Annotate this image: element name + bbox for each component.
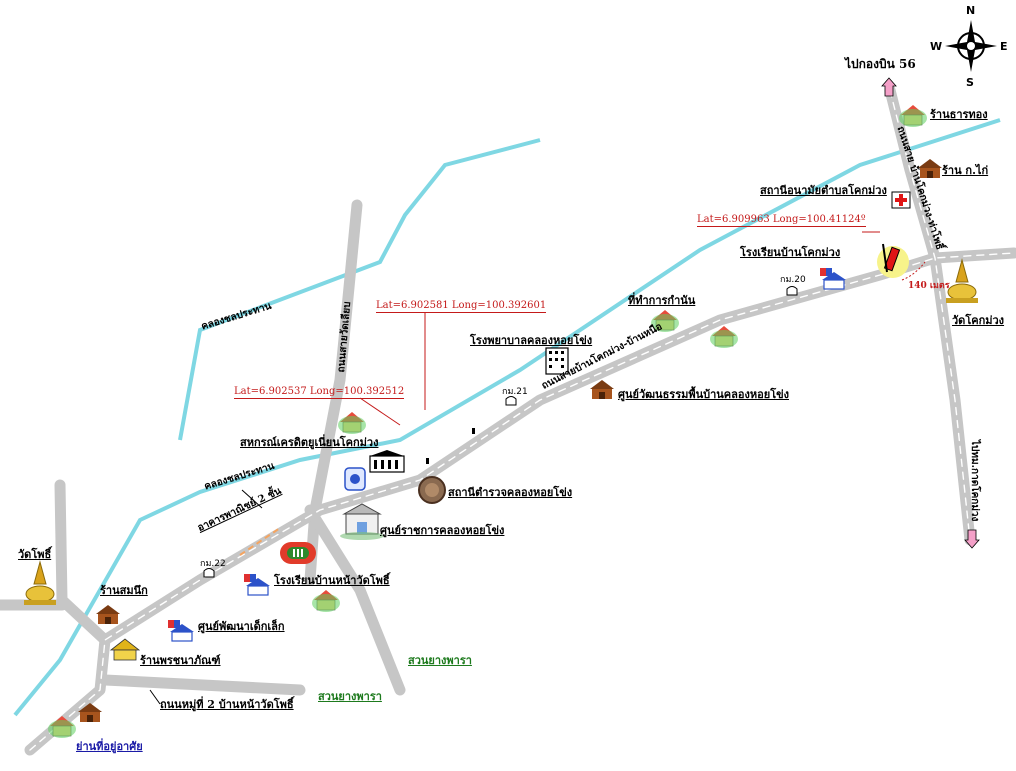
upper-canal <box>178 138 541 441</box>
roads <box>0 84 1016 756</box>
target-marker-icon <box>877 243 926 281</box>
compass-west: W <box>930 40 943 53</box>
school-icons <box>168 268 846 642</box>
house-icon <box>899 105 927 127</box>
km-post-icons <box>203 286 798 578</box>
shop-icon <box>590 380 614 399</box>
label-gov-center: ศูนย์ราชการคลองหอยโข่ง <box>380 524 505 537</box>
label-to-klongmuang: ไปทม.กาดโคกม่วง <box>969 440 980 522</box>
lower-canal <box>13 118 1001 717</box>
compass-icon <box>945 20 997 72</box>
canals <box>13 118 1001 717</box>
temple-icon <box>24 560 56 605</box>
shop-icon <box>918 159 942 178</box>
coordinate-pointers <box>359 231 880 426</box>
label-village-road: ถนนหมู่ที่ 2 บ้านหน้าวัดโพธิ์ <box>160 698 294 711</box>
label-pornchanaphan-shop: ร้านพรชนาภัณฑ์ <box>140 654 221 667</box>
pointer-line <box>241 489 263 509</box>
label-subdistrict-office: ที่ทำการกำนัน <box>628 294 696 307</box>
shop-icon <box>109 638 141 661</box>
coordinate-label-3: Lat=6.902537 Long=100.392512 <box>234 386 405 399</box>
label-rubber-plantation-1: สวนยางพารา <box>408 654 472 667</box>
shop-icons <box>78 159 942 722</box>
credit-union-logo-icon <box>344 467 366 491</box>
school-icon <box>244 574 270 596</box>
temple-icon <box>946 258 978 303</box>
label-residential: ย่านที่อยู่อาศัย <box>76 740 143 753</box>
commercial-building-marker <box>239 527 281 556</box>
label-credit-union: สหกรณ์เครดิตยูเนี่ยนโคกม่วง <box>240 436 379 449</box>
label-to-wing56: ไปกองบิน 56 <box>845 57 916 71</box>
label-health-station: สถานีอนามัยตำบลโคกม่วง <box>760 184 887 197</box>
school-icon <box>168 620 194 642</box>
sports-field-icon <box>280 542 316 564</box>
government-building-icon <box>340 503 384 540</box>
km-post-icon <box>786 286 798 296</box>
label-wat-pho: วัดโพธิ์ <box>18 548 52 561</box>
label-wat-khokmuang: วัดโคกม่วง <box>952 314 1005 327</box>
bank-icon <box>369 450 405 473</box>
police-badge-icon <box>418 476 446 504</box>
health-cross-icon <box>891 191 911 209</box>
arrow-up-icon <box>881 77 897 97</box>
label-school-watpho: โรงเรียนบ้านหน้าวัดโพธิ์ <box>274 574 390 587</box>
label-gold-shop: ร้านธารทอง <box>930 108 988 121</box>
pointer-line <box>149 689 161 705</box>
house-icon <box>48 716 76 738</box>
km-post-icon <box>505 396 517 406</box>
coordinate-label-2: Lat=6.902581 Long=100.392601 <box>376 300 547 313</box>
label-police: สถานีตำรวจคลองหอยโข่ง <box>448 486 573 499</box>
school-icon <box>820 268 846 290</box>
compass-south: S <box>966 76 974 89</box>
temple-icons <box>24 258 978 605</box>
shop-icon <box>96 605 120 624</box>
house-icons <box>48 105 927 738</box>
label-kor-kai-shop: ร้าน ก.ไก่ <box>942 164 989 177</box>
house-icon <box>312 590 340 612</box>
km-label-22: กม.22 <box>200 559 226 569</box>
label-hospital: โรงพยาบาลคลองหอยโข่ง <box>470 334 593 347</box>
house-icon <box>338 412 366 434</box>
coordinate-label-1: Lat=6.909963 Long=100.41124º <box>697 214 866 227</box>
hospital-icon <box>545 347 569 375</box>
direction-arrows <box>881 77 980 549</box>
compass-east: E <box>1000 40 1008 53</box>
km-post-icon <box>203 568 215 578</box>
label-culture-center: ศูนย์วัฒนธรรมพื้นบ้านคลองหอยโข่ง <box>618 388 789 401</box>
road-dots <box>418 412 475 464</box>
label-sombuk-shop: ร้านสมนึก <box>100 584 148 597</box>
house-icon <box>710 326 738 348</box>
label-school-khokmuang: โรงเรียนบ้านโคกม่วง <box>740 246 841 259</box>
house-icon <box>651 310 679 332</box>
distance-label: 140 เมตร <box>908 281 950 291</box>
arrow-down-icon <box>964 529 980 549</box>
label-child-center: ศูนย์พัฒนาเด็กเล็ก <box>198 620 285 633</box>
km-label-20: กม.20 <box>780 275 806 285</box>
shop-icon <box>78 703 102 722</box>
compass-north: N <box>966 4 976 17</box>
label-rubber-plantation-2: สวนยางพารา <box>318 690 382 703</box>
km-label-21: กม.21 <box>502 387 528 397</box>
